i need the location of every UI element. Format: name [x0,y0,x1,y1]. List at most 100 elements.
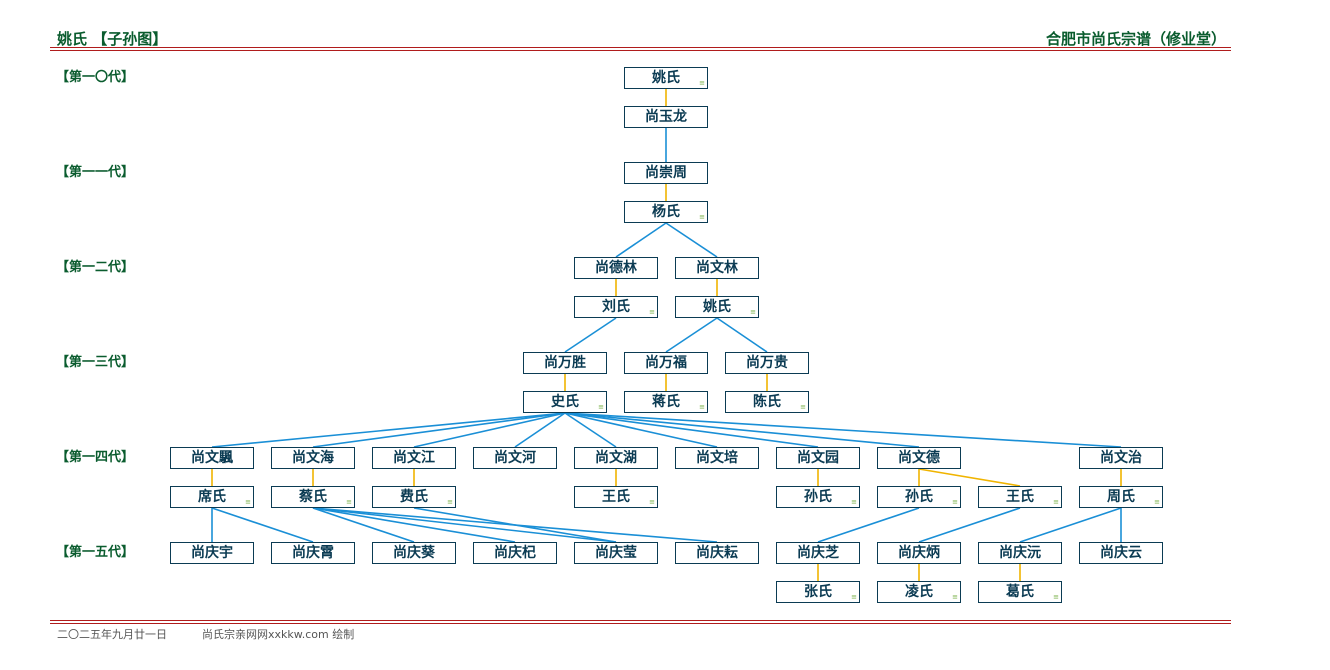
person-name: 周氏 [1107,489,1135,505]
descent-link [615,222,667,258]
footer-date: 二〇二五年九月廿一日 [57,628,167,641]
person-node[interactable]: 尚文林 [675,257,759,279]
descent-link [665,317,718,353]
generation-label-12: 【第一二代】 [56,260,135,275]
person-node[interactable]: 尚文园 [776,447,860,469]
person-node[interactable]: 姚氏≡ [624,67,708,89]
descent-link [564,317,617,353]
chart-title: 姚氏 【子孙图】 [57,30,168,48]
spouse-mark-icon: ≡ [699,79,705,87]
person-node[interactable]: 周氏 ≡ [1079,486,1163,508]
person-node[interactable]: 尚庆宇 [170,542,254,564]
footer-rule-bottom [50,623,1231,624]
person-node[interactable]: 孙氏≡ [877,486,961,508]
spouse-mark-icon: ≡ [952,593,958,601]
person-name: 葛氏 [1006,584,1034,600]
person-node[interactable]: 杨氏≡ [624,201,708,223]
person-node[interactable]: 尚庆杞 [473,542,557,564]
person-name: 尚文园 [797,450,839,466]
person-node[interactable]: 尚文治 [1079,447,1163,469]
descent-link [564,412,819,448]
spouse-mark-icon: ≡ [245,498,251,506]
spouse-mark-icon: ≡ [851,498,857,506]
spouse-mark-icon: ≡ [346,498,352,506]
person-node[interactable]: 尚玉龙 [624,106,708,128]
person-node[interactable]: 张氏 ≡ [776,581,860,603]
header-rule-bottom [50,50,1231,51]
person-node[interactable]: 尚文河 [473,447,557,469]
person-node[interactable]: 尚庆云 [1079,542,1163,564]
person-node[interactable]: 尚文培 [675,447,759,469]
person-name: 尚万胜 [544,355,586,371]
person-name: 孙氏 [905,489,933,505]
spouse-mark-icon: ≡ [1053,593,1059,601]
descent-link [564,412,617,448]
generation-label-14: 【第一四代】 [56,450,135,465]
person-node[interactable]: 尚文颿 [170,447,254,469]
person-node[interactable]: 尚庆莹 [574,542,658,564]
person-name: 费氏 [400,489,428,505]
person-name: 蔡氏 [299,489,327,505]
person-node[interactable]: 尚庆沅 [978,542,1062,564]
person-node[interactable]: 尚德林 [574,257,658,279]
person-node[interactable]: 王氏≡ [574,486,658,508]
generation-label-11: 【第一一代】 [56,165,135,180]
person-name: 尚文颿 [191,450,233,466]
person-name: 陈氏 [753,394,781,410]
person-node[interactable]: 尚崇周 [624,162,708,184]
spouse-mark-icon: ≡ [1053,498,1059,506]
descent-link [312,507,516,543]
person-node[interactable]: 尚文德 [877,447,961,469]
person-node[interactable]: 王氏≡ [978,486,1062,508]
person-name: 张氏 [804,584,832,600]
person-name: 尚万福 [645,355,687,371]
person-node[interactable]: 刘氏≡ [574,296,658,318]
spouse-mark-icon: ≡ [851,593,857,601]
person-name: 刘氏 [602,299,630,315]
spouse-mark-icon: ≡ [598,403,604,411]
person-node[interactable]: 尚文海 [271,447,355,469]
spouse-mark-icon: ≡ [750,308,756,316]
person-node[interactable]: 尚万贵 [725,352,809,374]
person-name: 尚文海 [292,450,334,466]
person-node[interactable]: 蔡氏 ≡ [271,486,355,508]
person-node[interactable]: 席氏 ≡ [170,486,254,508]
person-node[interactable]: 尚庆耘 [675,542,759,564]
person-node[interactable]: 尚庆葵 [372,542,456,564]
person-name: 孙氏 [804,489,832,505]
generation-label-10: 【第一〇代】 [56,70,135,85]
header-rule-top [50,47,1231,48]
person-node[interactable]: 蒋氏 ≡ [624,391,708,413]
generation-label-15: 【第一五代】 [56,545,135,560]
person-name: 蒋氏 [652,394,680,410]
spouse-mark-icon: ≡ [699,403,705,411]
person-node[interactable]: 葛氏 ≡ [978,581,1062,603]
person-node[interactable]: 尚文江 [372,447,456,469]
person-name: 史氏 [551,394,579,410]
person-node[interactable]: 尚庆芝 [776,542,860,564]
person-node[interactable]: 姚氏≡ [675,296,759,318]
person-name: 王氏 [602,489,630,505]
person-node[interactable]: 史氏 ≡ [523,391,607,413]
person-node[interactable]: 凌氏≡ [877,581,961,603]
person-name: 尚庆云 [1100,545,1142,561]
person-name: 尚文德 [898,450,940,466]
person-node[interactable]: 费氏≡ [372,486,456,508]
person-name: 尚庆耘 [696,545,738,561]
person-name: 尚文治 [1100,450,1142,466]
person-node[interactable]: 陈氏≡ [725,391,809,413]
person-node[interactable]: 孙氏 ≡ [776,486,860,508]
person-node[interactable]: 尚万胜 [523,352,607,374]
person-name: 尚玉龙 [645,109,687,125]
person-node[interactable]: 尚文湖 [574,447,658,469]
person-name: 席氏 [198,489,226,505]
person-node[interactable]: 尚万福 [624,352,708,374]
descent-link [312,507,415,543]
person-node[interactable]: 尚庆炳 [877,542,961,564]
spouse-mark-icon: ≡ [1154,498,1160,506]
person-name: 尚崇周 [645,165,687,181]
spouse-mark-icon: ≡ [699,213,705,221]
descent-link [716,317,768,353]
person-node[interactable]: 尚庆霄 [271,542,355,564]
